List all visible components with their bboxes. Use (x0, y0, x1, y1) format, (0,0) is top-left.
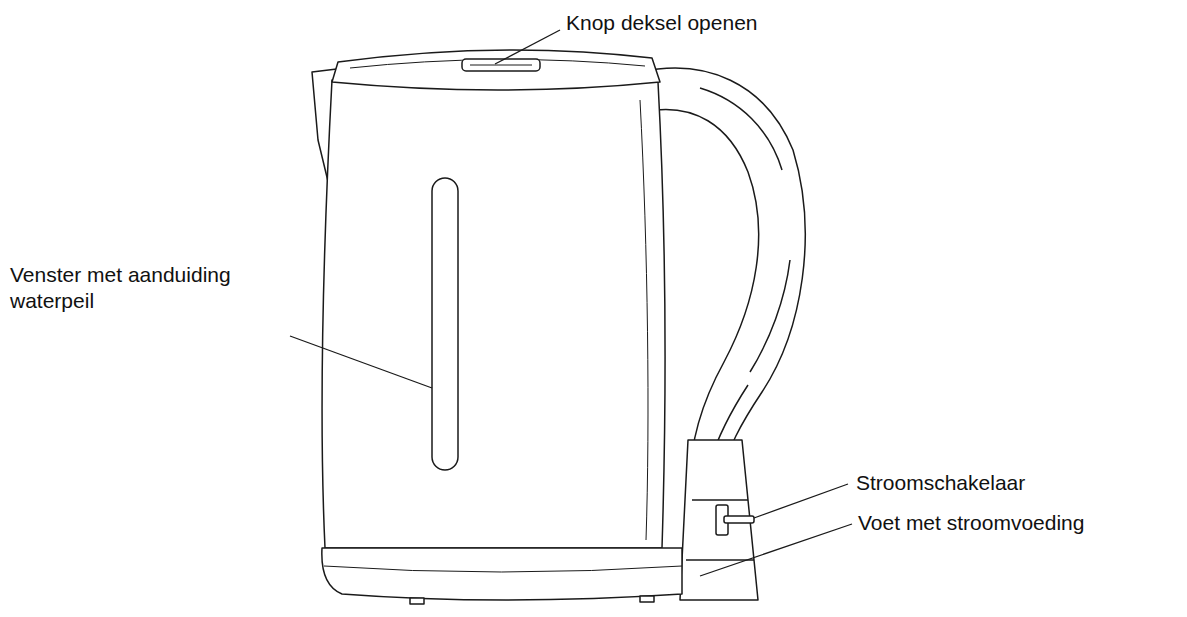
column-seam (692, 499, 748, 501)
handle-seam (750, 260, 790, 372)
leader-line (754, 484, 848, 518)
part-label: Voet met stroomvoeding (858, 510, 1084, 536)
power-column (680, 440, 758, 600)
lid (332, 50, 660, 90)
base-foot (640, 596, 654, 602)
leader-line (290, 336, 432, 388)
part-label: Venster met aanduiding waterpeil (10, 262, 260, 314)
base (322, 548, 682, 600)
leader-lines (290, 30, 852, 576)
leader-line (700, 524, 852, 576)
handle-seam (700, 88, 782, 170)
kettle-body (322, 80, 665, 548)
base-foot (410, 598, 424, 604)
kettle-drawing (312, 50, 805, 604)
part-label: Knop deksel openen (566, 10, 758, 36)
switch-lever (724, 516, 754, 523)
lid-button-line (470, 65, 532, 66)
leader-line (495, 30, 560, 64)
body-edge (640, 100, 648, 540)
water-level-window (432, 178, 458, 470)
base-seam (324, 566, 682, 572)
part-label: Stroomschakelaar (856, 470, 1025, 496)
